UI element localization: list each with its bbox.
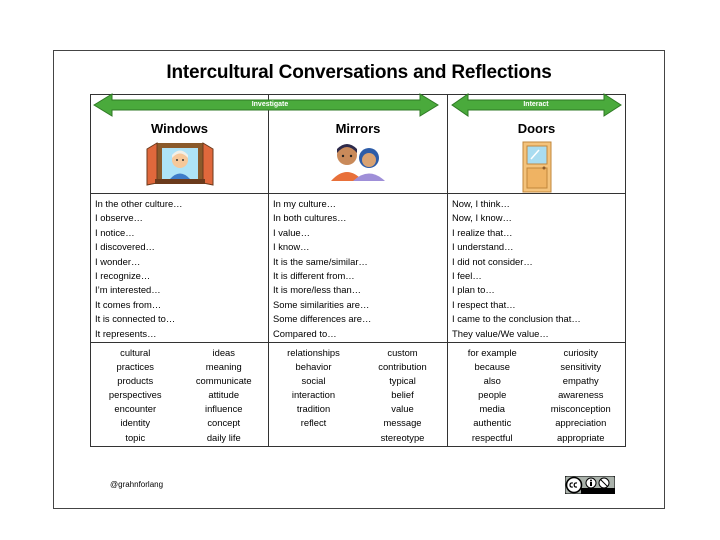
list-item: In both cultures… [273,212,347,224]
mirrors-vocab-grid: relationships custom behavior contributi… [269,343,447,445]
list-item: In the other culture… [95,198,183,209]
vocab-word: media [479,403,506,415]
vocab-word: relationships [287,347,340,358]
list-item: I understand… [452,241,514,253]
doors-phrase-list: Now, I think… Now, I know… I realize tha… [448,194,625,342]
vocab-word: typical [389,375,416,387]
cc-by-nc-icon [564,475,616,499]
window-with-person-icon [91,141,268,187]
vocab-word: also [483,375,501,387]
vocab-word: topic [125,431,146,443]
list-item: I respect that… [452,298,516,310]
list-item: I came to the conclusion that… [452,313,581,325]
vocab-word: cultural [120,347,151,358]
vocab-word: tradition [296,403,331,415]
vocab-word: because [474,361,510,373]
page-title: Intercultural Conversations and Reflecti… [166,62,552,83]
vocab-word: custom [387,347,418,358]
list-item: I did not consider… [452,255,533,267]
vocab-word: identity [120,417,151,429]
vocab-word: influence [204,403,243,415]
list-item: Now, I know… [452,212,512,224]
list-item: Now, I think… [452,198,510,209]
list-item: Some similarities are… [273,298,370,310]
vocab-word: social [301,375,326,387]
list-item: It is the same/similar… [273,255,368,267]
list-item: Some differences are… [273,313,372,325]
vocab-word: interaction [291,389,336,401]
door-icon [448,141,625,193]
vocab-word: people [478,389,507,401]
windows-phrase-list: In the other culture… I observe… I notic… [91,194,268,342]
list-item: I discovered… [95,241,155,253]
vocab-word: empathy [562,375,599,387]
vocab-word: awareness [558,389,604,401]
list-item: I know… [273,241,310,253]
list-item: It is connected to… [95,313,176,325]
vocab-word: encounter [114,403,157,415]
list-item: I realize that… [452,226,513,238]
vocab-word: concept [207,417,241,429]
list-item: I’m interested… [95,284,161,296]
vocab-word: stereotype [380,431,425,443]
list-item: I notice… [95,226,135,238]
list-item: I plan to… [452,284,495,296]
vocab-word: belief [391,389,414,401]
vocab-word: ideas [212,347,235,358]
list-item: Compared to… [273,327,337,339]
list-item: I value… [273,226,310,238]
two-people-icon [269,141,447,181]
list-item: I recognize… [95,270,151,282]
investigate-label: Investigate [251,101,289,108]
mirrors-phrases-cell: In my culture… In both cultures… I value… [268,193,448,343]
list-item: I wonder… [95,255,141,267]
vocab-word: for example [467,347,517,358]
reflection-table: Windows Mirrors [90,94,626,447]
list-item: It comes from… [95,298,162,310]
vocab-word: practices [116,361,154,373]
doors-heading: Doors [517,121,556,136]
list-item: I feel… [452,270,482,282]
mirrors-vocab-cell: relationships custom behavior contributi… [268,342,448,447]
vocab-word: curiosity [563,347,598,358]
mirrors-header-cell: Mirrors [268,94,448,194]
vocab-word: behavior [295,361,332,373]
vocab-word: products [117,375,154,387]
vocab-word: sensitivity [560,361,602,373]
doors-phrases-cell: Now, I think… Now, I know… I realize tha… [447,193,626,343]
vocab-word: meaning [205,361,242,373]
list-item: It is more/less than… [273,284,362,296]
windows-heading: Windows [151,121,208,136]
author-handle: @grahnforlang [110,480,164,489]
vocab-word: attitude [208,389,240,401]
windows-vocab-grid: cultural ideas practices meaning product… [91,343,268,445]
mirrors-heading: Mirrors [335,121,381,136]
vocab-word: message [383,417,422,429]
vocab-word: appreciation [555,417,607,429]
list-item: I observe… [95,212,143,224]
vocab-word: daily life [206,431,241,443]
vocab-word: communicate [195,375,252,387]
vocab-word: misconception [550,403,611,415]
vocab-word: respectful [471,431,513,443]
list-item: They value/We value… [452,327,549,339]
vocab-word: authentic [473,417,512,429]
list-item: In my culture… [273,198,337,209]
interact-label: Interact [523,101,549,108]
list-item: It represents… [95,327,157,339]
vocab-word: contribution [378,361,427,373]
vocab-word: value [391,403,414,415]
windows-vocab-cell: cultural ideas practices meaning product… [90,342,269,447]
doors-header-cell: Doors [447,94,626,194]
vocab-word: perspectives [108,389,162,401]
vocab-word [269,431,358,445]
vocab-word: reflect [300,417,327,429]
doors-vocab-cell: for example curiosity because sensitivit… [447,342,626,447]
mirrors-phrase-list: In my culture… In both cultures… I value… [269,194,447,342]
list-item: It is different from… [273,270,355,282]
windows-header-cell: Windows [90,94,269,194]
windows-phrases-cell: In the other culture… I observe… I notic… [90,193,269,343]
doors-vocab-grid: for example curiosity because sensitivit… [448,343,625,445]
vocab-word: appropriate [557,431,605,443]
